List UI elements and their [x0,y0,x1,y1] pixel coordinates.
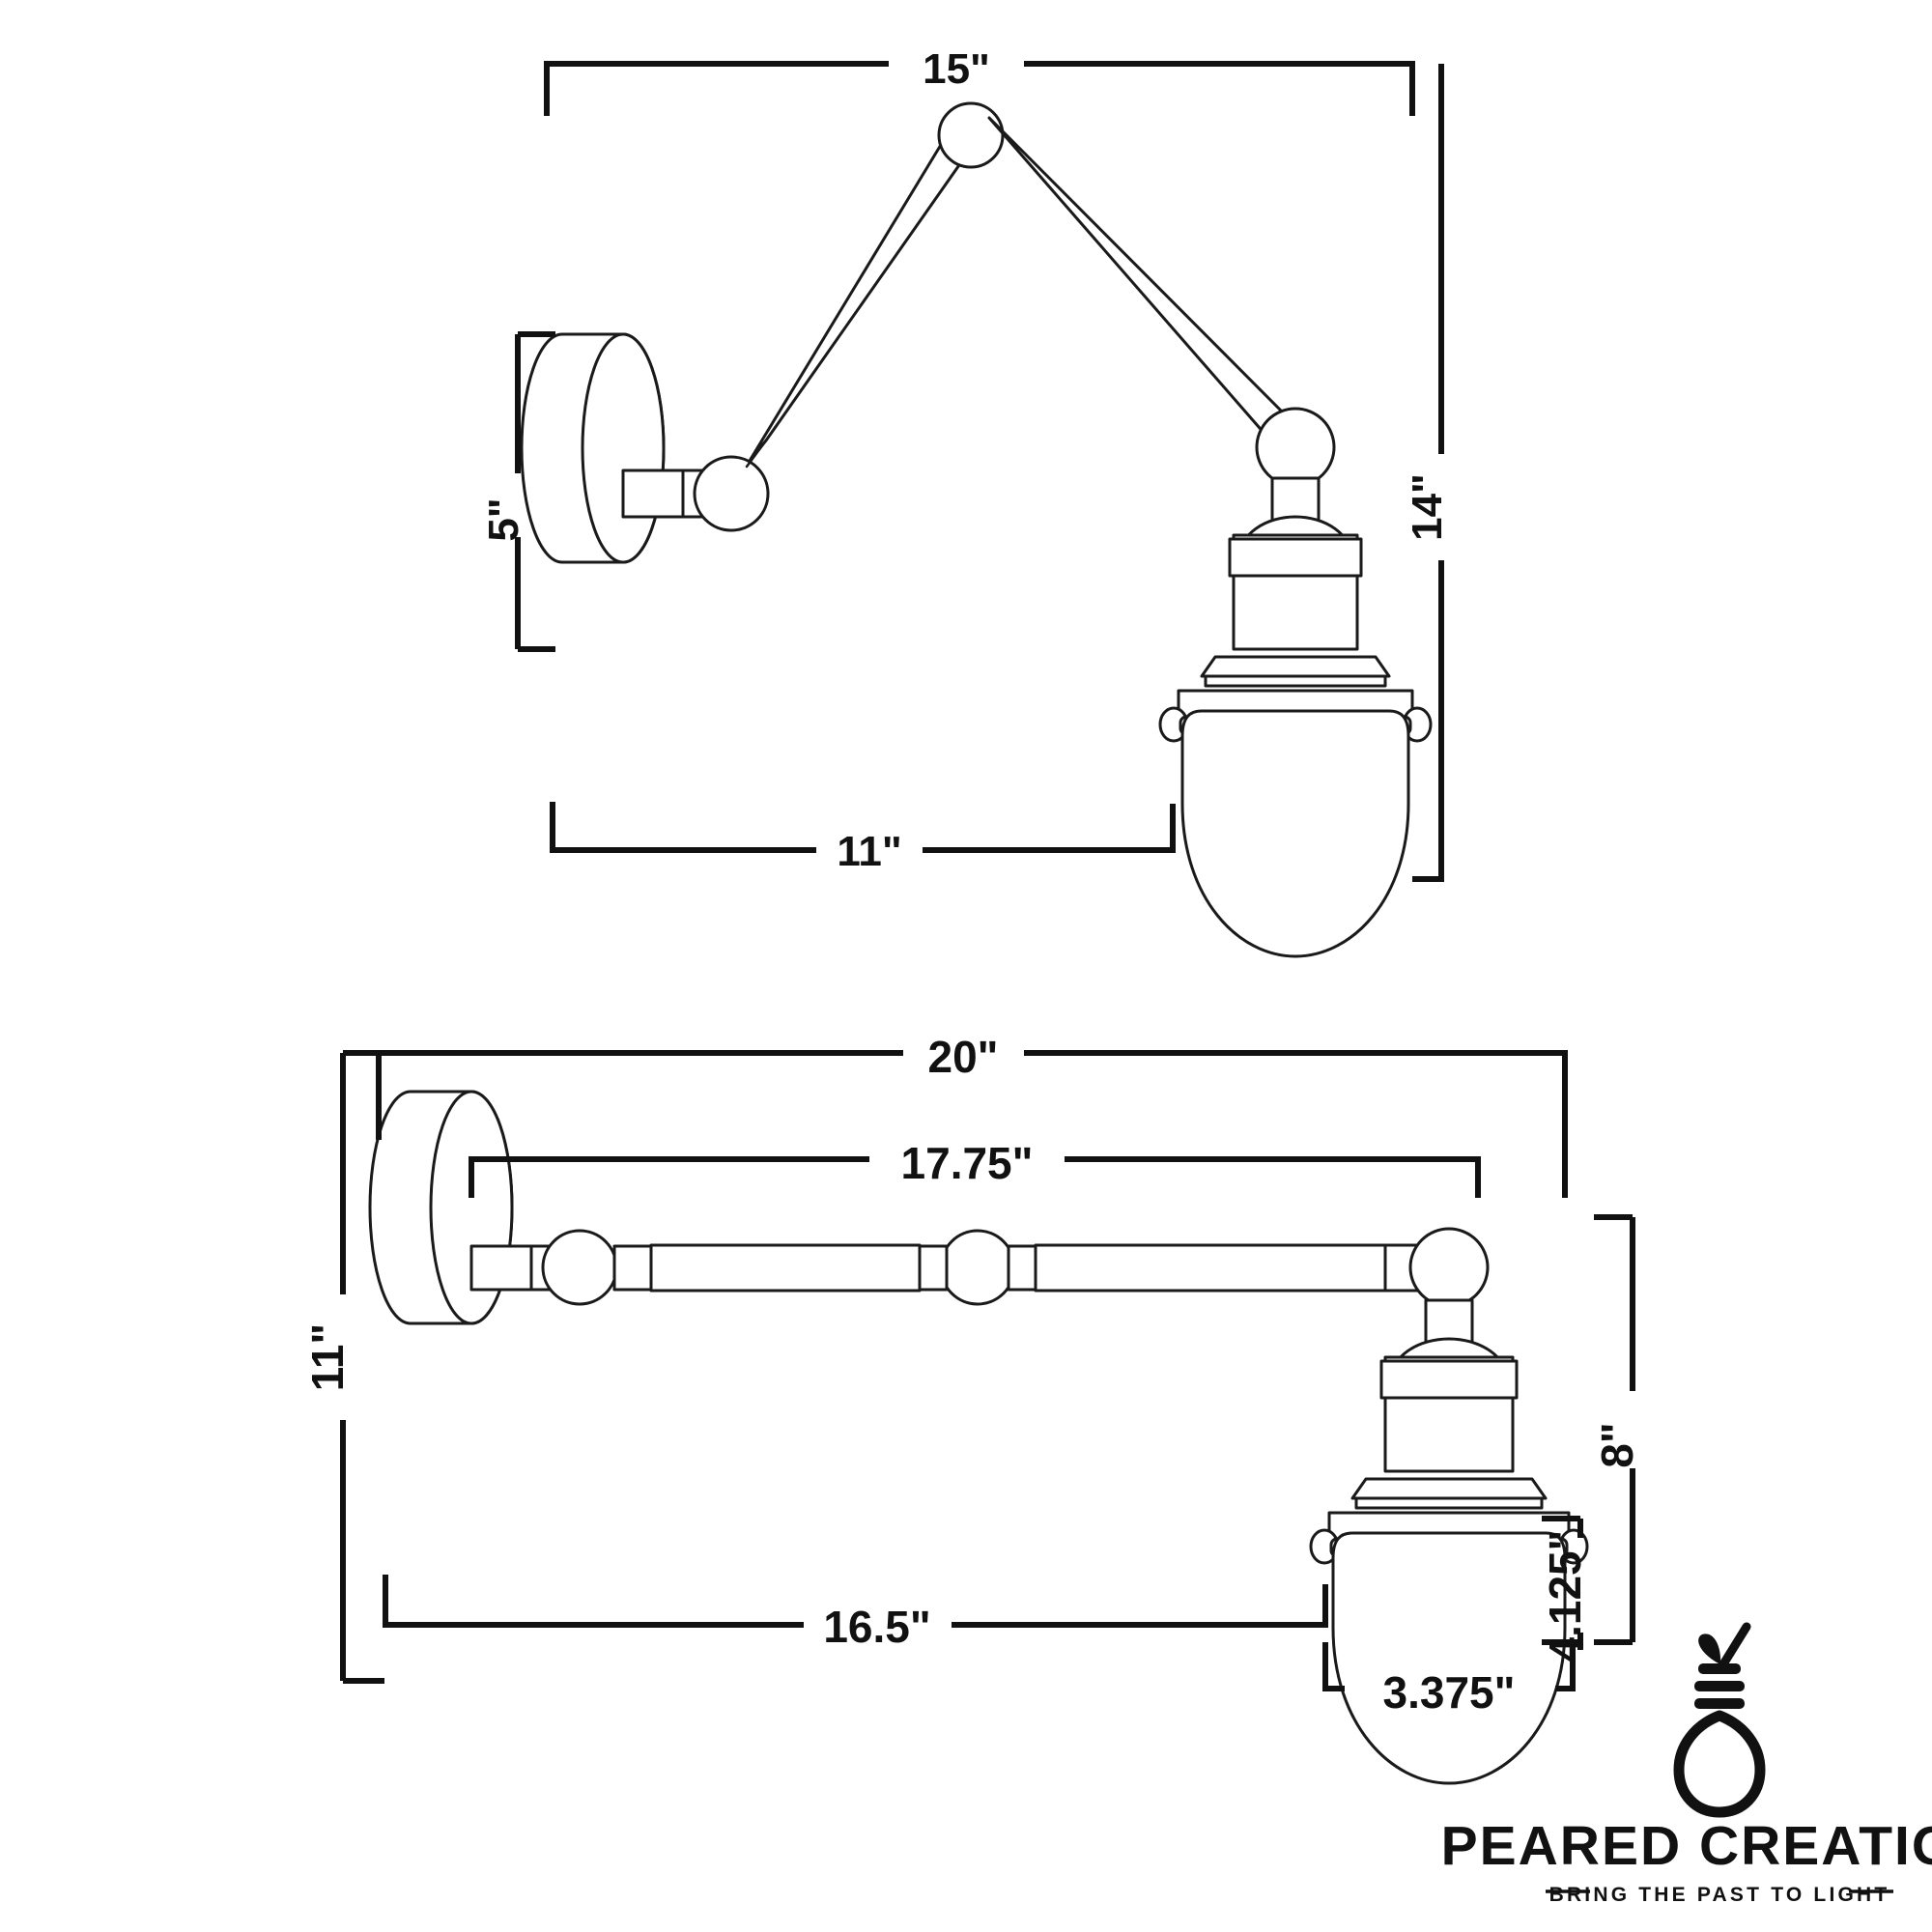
dim-bot-total-width-label: 20" [928,1032,999,1082]
dim-top-depth-label: 5" [480,497,527,541]
bottom-socket-body [1383,1396,1515,1473]
dim-bot-arm-length-label: 17.75" [901,1138,1034,1188]
dim-top-depth: 5" [480,331,555,652]
dim-top-width-label: 15" [923,45,990,93]
top-neck [1270,476,1321,525]
bottom-socket-collar [1379,1359,1519,1400]
top-joint-head [1255,407,1336,488]
dim-bot-reach-label: 16.5" [823,1602,930,1652]
logo-brand-text: PEARED CREATION [1441,1815,1932,1877]
dim-bot-shade-width-label: 3.375" [1383,1667,1516,1718]
top-socket-body [1232,574,1359,651]
dim-bot-fixture-drop: 8" [1592,1214,1642,1645]
dim-bot-reach: 16.5" [383,1575,1328,1652]
bottom-view: 20" 17.75" 11" 16.5" [302,1032,1642,1785]
bottom-joint-1 [541,1229,618,1306]
top-wall-plate [520,332,666,564]
dim-top-height: 14" [1404,64,1451,882]
bottom-arm-1 [612,1243,922,1293]
dim-bot-shade-height: 4.125" [1540,1516,1590,1662]
top-joint-elbow [937,101,1005,169]
dim-top-height-label: 14" [1404,473,1451,541]
top-joint-lower [693,455,770,532]
dim-bot-arm-length: 17.75" [469,1138,1481,1198]
dim-bot-height: 11" [302,1050,384,1684]
top-arm-upper [987,116,1298,448]
top-arm-lower [745,118,978,469]
logo-tagline-text: BRING THE PAST TO LIGHT [1549,1884,1890,1906]
pear-bulb-icon [1673,1622,1766,1818]
dim-top-reach-label: 11" [837,828,901,875]
dim-bot-shade-width: 3.375" [1322,1642,1576,1718]
dim-top-width: 15" [544,45,1415,116]
brand-logo: PEARED CREATION BRING THE PAST TO LIGHT [1441,1622,1932,1906]
top-glass-shade [1180,709,1410,958]
dim-top-reach: 11" [550,802,1176,875]
bottom-arm-2 [1034,1243,1387,1293]
bottom-joint-3 [1408,1227,1490,1308]
top-view: 15" 14" 5" 11" [480,45,1451,958]
top-socket-collar [1228,537,1363,578]
bottom-glass-shade [1331,1531,1567,1785]
bottom-joint-2 [939,1229,1016,1306]
dim-bot-height-label: 11" [302,1323,353,1391]
dim-bot-shade-height-label: 4.125" [1540,1530,1590,1662]
dim-bot-fixture-drop-label: 8" [1592,1422,1642,1467]
